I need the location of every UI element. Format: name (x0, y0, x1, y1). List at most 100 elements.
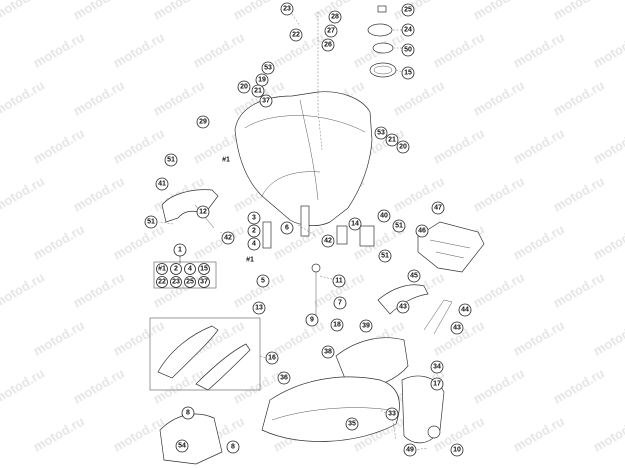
callout-circle (155, 177, 169, 191)
callout-number: 8 (231, 444, 235, 451)
callout-circle (247, 224, 261, 238)
watermark-text: motod.ru (31, 221, 87, 262)
callout-circle (359, 319, 373, 333)
watermark-text: motod.ru (0, 365, 47, 406)
watermark-text: motod.ru (551, 173, 607, 214)
fuel-tank (234, 91, 373, 226)
callout-47: 47 (431, 201, 445, 215)
callout-circle (430, 377, 444, 391)
watermark-text: motod.ru (471, 0, 527, 23)
callout-6: 6 (280, 221, 294, 235)
kit-grid-circle (170, 276, 182, 288)
callout-42: 42 (321, 234, 335, 248)
assembly-mark: #1 (246, 257, 254, 264)
watermark-text: motod.ru (511, 317, 567, 358)
callout-circle (196, 205, 210, 219)
kit-grid-cell: 15 (198, 263, 210, 275)
watermark-text: motod.ru (391, 0, 447, 23)
callout-circle (261, 61, 275, 75)
callout-26: 26 (321, 38, 335, 52)
callout-circle (305, 313, 319, 327)
callout-3: 3 (247, 211, 261, 225)
callout-number: 53 (264, 65, 272, 72)
callout-circle (221, 231, 235, 245)
callout-5: 5 (256, 274, 270, 288)
callout-37: 37 (259, 94, 273, 108)
callout-number: 43 (453, 325, 461, 332)
callout-34: 34 (430, 360, 444, 374)
kit-grid-label: 23 (172, 279, 180, 286)
callout-number: 43 (399, 304, 407, 311)
callout-28: 28 (328, 10, 342, 24)
callout-16: 16 (265, 351, 279, 365)
watermark-text: motod.ru (591, 317, 625, 358)
callout-circle (330, 318, 344, 332)
callout-number: 51 (381, 253, 389, 260)
callout-number: 13 (255, 305, 263, 312)
callout-23: 23 (280, 2, 294, 16)
kit-grid-label: 4 (188, 266, 192, 273)
callout-circle (403, 443, 417, 457)
callout-number: 7 (338, 300, 342, 307)
callout-circle (175, 439, 189, 453)
callout-10: 10 (450, 443, 464, 457)
watermark-text: motod.ru (0, 269, 47, 310)
callout-circle (396, 140, 410, 154)
kit-grid-cell: 22 (156, 276, 168, 288)
parts-artwork (149, 5, 485, 465)
callout-number: 21 (388, 137, 396, 144)
callout-circle (415, 224, 429, 238)
kit-grid-cell: 25 (184, 276, 196, 288)
watermark-text: motod.ru (471, 269, 527, 310)
kit-grid-cell: 2 (170, 263, 182, 275)
callout-11: 11 (332, 274, 346, 288)
watermark-text: motod.ru (551, 365, 607, 406)
kit-grid-label: 22 (158, 279, 166, 286)
watermark-text: motod.ru (111, 413, 167, 454)
callout-number: 37 (262, 98, 270, 105)
callout-51: 51 (392, 219, 406, 233)
callout-4: 4 (247, 237, 261, 251)
callout-circle (321, 345, 335, 359)
callout-40: 40 (377, 209, 391, 223)
callout-number: 28 (331, 14, 339, 21)
kit-grid-circle (198, 263, 210, 275)
callout-number: 20 (399, 144, 407, 151)
watermark-text: motod.ru (511, 221, 567, 262)
callout-27: 27 (324, 24, 338, 38)
callout-number: 6 (285, 225, 289, 232)
callout-circle (259, 94, 273, 108)
callout-19: 19 (255, 73, 269, 87)
kit-grid-circle (156, 263, 168, 275)
callout-number: 24 (404, 27, 412, 34)
callout-2: 2 (247, 224, 261, 238)
callout-number: 39 (362, 323, 370, 330)
callout-circle (289, 28, 303, 42)
callout-number: 22 (292, 32, 300, 39)
callout-13: 13 (252, 301, 266, 315)
watermark-text: motod.ru (191, 29, 247, 70)
callout-circle (173, 243, 187, 257)
callout-number: 4 (252, 241, 256, 248)
watermark-text: motod.ru (591, 413, 625, 454)
watermark-text: motod.ru (471, 365, 527, 406)
callout-circle (196, 115, 210, 129)
callout-50: 50 (401, 43, 415, 57)
callout-number: 14 (351, 221, 359, 228)
callout-circle (385, 407, 399, 421)
callout-36: 36 (277, 371, 291, 385)
callout-number: 40 (380, 213, 388, 220)
callout-circle (265, 351, 279, 365)
callout-circle (226, 440, 240, 454)
callout-number: 19 (258, 77, 266, 84)
callout-number: 45 (410, 273, 418, 280)
callout-number: 10 (453, 447, 461, 454)
kit-grid-circle (156, 276, 168, 288)
callout-number: 44 (461, 307, 469, 314)
callout-circle (431, 201, 445, 215)
callout-circle (256, 274, 270, 288)
kit-grid-cell: #1 (156, 263, 168, 275)
callout-circle (321, 38, 335, 52)
callout-number: 5 (261, 278, 265, 285)
callout-number: 29 (199, 119, 207, 126)
